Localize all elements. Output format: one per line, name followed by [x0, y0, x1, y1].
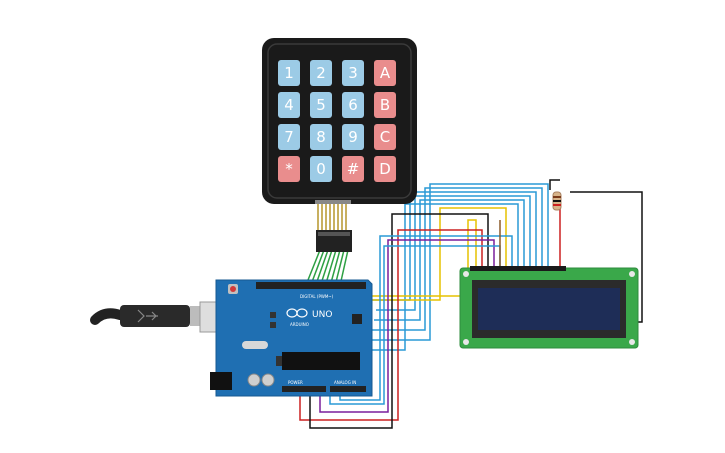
keypad-ribbon [317, 200, 347, 230]
keypad-key-label: # [347, 160, 360, 178]
keypad-key [310, 124, 332, 150]
resistor [552, 191, 562, 211]
smd-component [270, 312, 276, 318]
resistor-band [553, 200, 561, 202]
keypad-key [278, 60, 300, 86]
keypad-key-label: 0 [316, 160, 326, 178]
keypad-key-label: D [379, 160, 391, 178]
keypad-key-label: 1 [284, 64, 294, 82]
lcd-module [459, 266, 639, 349]
usb-cable [90, 301, 231, 333]
power-jack [210, 372, 232, 390]
keypad-key [342, 92, 364, 118]
keypad-key [374, 124, 396, 150]
reset-button-cap [230, 286, 236, 292]
keypad-key-label: B [380, 96, 390, 114]
keypad-key [310, 92, 332, 118]
keypad-bezel [267, 43, 412, 199]
keypad-key [342, 60, 364, 86]
pin-header [316, 230, 352, 252]
arduino-logo [286, 308, 308, 318]
keypad-key-label: * [285, 160, 293, 178]
keypad-key-label: 4 [284, 96, 294, 114]
board-label: UNO [312, 310, 332, 320]
keypad-key-label: 7 [284, 128, 294, 146]
keypad-key [374, 156, 396, 182]
arduino-board: DIGITAL (PWM~) UNO ARDUINO POWER ANALOG … [210, 279, 373, 397]
resistor-band [553, 204, 561, 206]
crystal [242, 341, 268, 349]
digital-label: DIGITAL (PWM~) [300, 294, 334, 299]
resistor-band [553, 196, 561, 198]
board-sublabel: ARDUINO [290, 322, 309, 327]
keypad-key-label: 5 [316, 96, 326, 114]
keypad-connector [315, 200, 351, 204]
mount-hole [463, 271, 469, 277]
capacitor [247, 373, 261, 387]
analog-header [330, 386, 366, 392]
keypad: 1 2 3 A 4 5 6 B 7 8 9 C * 0 # D [262, 38, 417, 204]
keypad-key [374, 60, 396, 86]
keypad-key-label: 3 [348, 64, 358, 82]
keypad-key [278, 124, 300, 150]
analog-label: ANALOG IN [334, 380, 356, 385]
keypad-key-label: 8 [316, 128, 326, 146]
smd-component [270, 322, 276, 328]
keypad-key-label: 2 [316, 64, 326, 82]
usb-cord [90, 308, 205, 325]
digital-header [256, 282, 366, 289]
keypad-key-label: 9 [348, 128, 358, 146]
header-pins [318, 232, 350, 236]
keypad-key [278, 92, 300, 118]
keypad-key [342, 124, 364, 150]
keypad-key-label: 6 [348, 96, 358, 114]
lcd-pin-row [470, 266, 566, 271]
lcd-screen [478, 288, 620, 330]
mount-hole [629, 271, 635, 277]
keypad-key [342, 156, 364, 182]
chip-socket [276, 356, 282, 366]
mount-hole [463, 339, 469, 345]
usb-symbol-icon [137, 309, 158, 323]
power-label: POWER [288, 380, 303, 385]
keypad-key [278, 156, 300, 182]
keypad-key [374, 92, 396, 118]
power-header [282, 386, 326, 392]
icsp-header [352, 314, 362, 324]
keypad-key [310, 60, 332, 86]
keypad-key-label: C [380, 128, 390, 146]
keypad-key-label: A [380, 64, 391, 82]
atmega-chip [282, 352, 360, 370]
mount-hole [629, 339, 635, 345]
capacitor [261, 373, 275, 387]
arduino-pcb [215, 279, 373, 397]
keypad-key [310, 156, 332, 182]
keypad-keys: 1 2 3 A 4 5 6 B 7 8 9 C * 0 # D [278, 60, 396, 182]
